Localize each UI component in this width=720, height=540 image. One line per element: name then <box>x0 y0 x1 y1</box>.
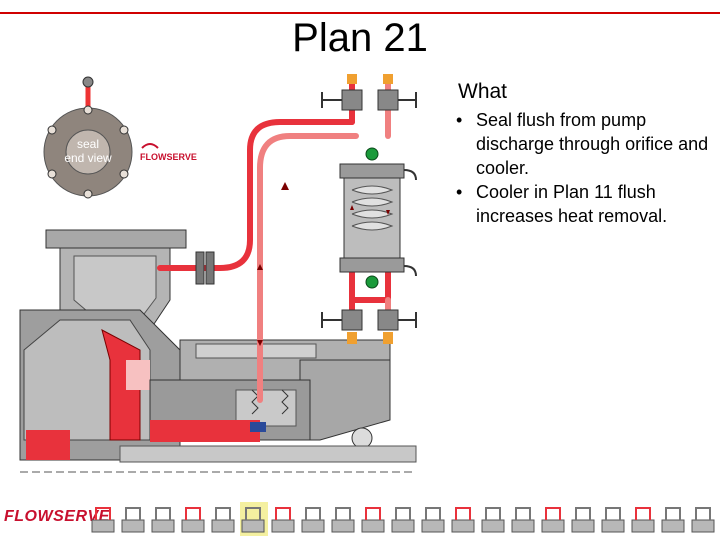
slide-title: Plan 21 <box>292 16 428 60</box>
plan21-diagram: seal end view FLOWSERVE <box>19 74 417 473</box>
seal-cooler <box>339 147 417 289</box>
plan-thumbnail-icon <box>361 507 385 533</box>
bullet-glyph: • <box>456 110 463 130</box>
plan-thumbnail-icon <box>541 507 565 533</box>
plan-thumbnail-icon <box>271 507 295 533</box>
plan-thumbnail-icon <box>301 507 325 533</box>
plan-thumbnail-icon <box>121 507 145 533</box>
plan-thumbnail-icon <box>240 502 268 536</box>
plan-thumbnail-icon <box>451 507 475 533</box>
plan-thumbnail-icon <box>331 507 355 533</box>
plan-thumbnail-icon <box>631 507 655 533</box>
plan-thumbnail-icon <box>391 507 415 533</box>
section-heading: What <box>458 80 508 103</box>
plan-thumbnail-icon <box>511 507 535 533</box>
flush-piping <box>157 77 391 403</box>
inset-logo: FLOWSERVE <box>140 143 197 162</box>
seal-end-view: seal end view <box>43 76 133 199</box>
plan-thumbnail-icon <box>421 507 445 533</box>
bullet-list: • Seal flush from pump discharge through … <box>452 108 712 228</box>
thumbnail-icons <box>91 502 715 536</box>
seal-chamber <box>149 379 311 442</box>
plan-thumbnail-icon <box>571 507 595 533</box>
seal-view-label-line2: end view <box>64 151 112 165</box>
pump-shaft <box>20 445 417 473</box>
plan-thumbnail-icon <box>211 507 235 533</box>
bullet-text: Cooler in Plan 11 flush increases heat r… <box>476 182 668 226</box>
bullet-item: • Seal flush from pump discharge through … <box>452 108 712 180</box>
plan-thumbnail-icon <box>151 507 175 533</box>
plan-thumbnail-icon <box>91 507 115 533</box>
plan-thumbnail-strip <box>91 502 715 536</box>
plan-thumbnail-icon <box>661 507 685 533</box>
top-valves <box>321 74 417 111</box>
bullet-glyph: • <box>456 182 463 202</box>
bullet-text: Seal flush from pump discharge through o… <box>476 110 709 178</box>
plan-thumbnail-icon <box>181 507 205 533</box>
logo-swoosh-icon <box>141 143 159 149</box>
orifice-flange <box>195 251 215 285</box>
inset-logo-text: FLOWSERVE <box>140 152 197 162</box>
seal-view-label-line1: seal <box>77 137 99 151</box>
bearing-frame <box>179 339 391 449</box>
plan-thumbnail-icon <box>481 507 505 533</box>
bullet-item: • Cooler in Plan 11 flush increases heat … <box>452 180 712 228</box>
title-rule <box>0 12 720 14</box>
footer-logo: FLOWSERVE <box>4 508 110 525</box>
bottom-valves <box>321 309 417 344</box>
plan-thumbnail-icon <box>691 507 715 533</box>
plan-thumbnail-icon <box>601 507 625 533</box>
pump-casing <box>19 229 187 461</box>
flow-arrows <box>257 182 390 346</box>
footer: FLOWSERVE <box>0 498 720 540</box>
